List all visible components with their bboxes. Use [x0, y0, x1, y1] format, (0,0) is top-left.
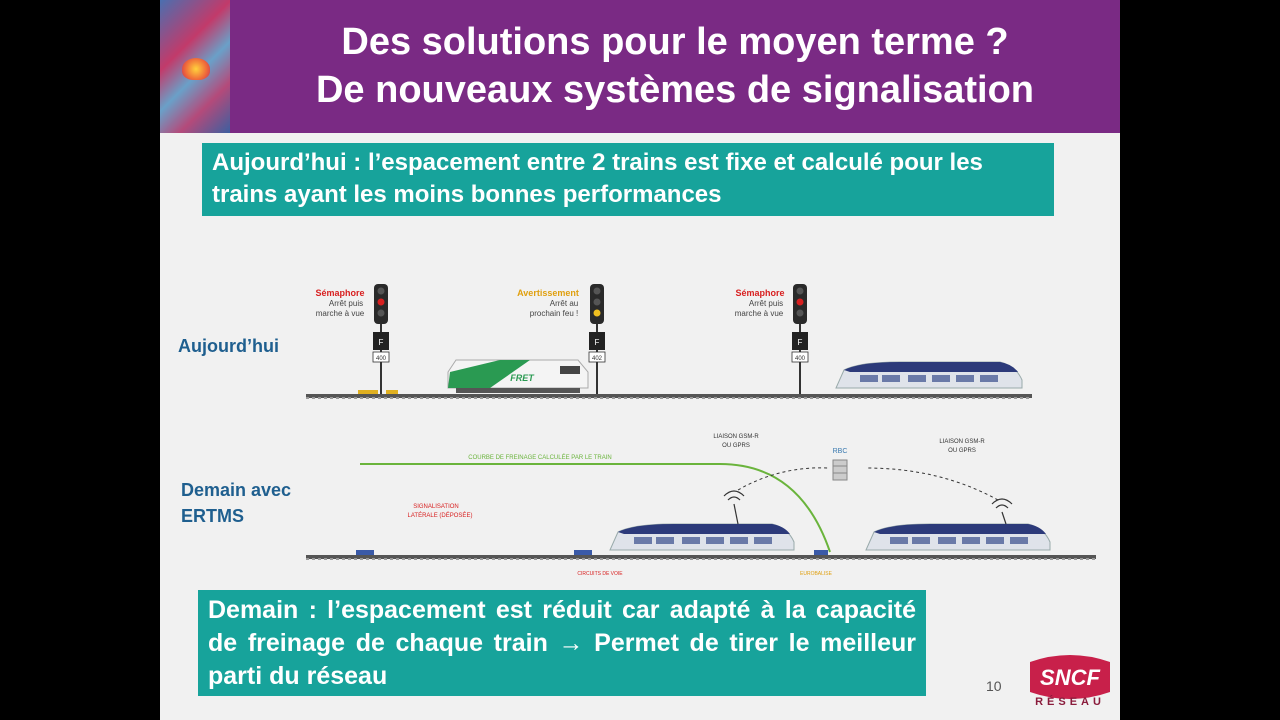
row-label-today: Aujourd’hui: [178, 336, 279, 356]
track-row-1: [306, 394, 1032, 399]
braking-curve: [360, 463, 831, 553]
signal-3-line-1: Arrêt puis: [749, 299, 783, 308]
signal-2-number: 402: [592, 356, 603, 362]
signal-1-title: Sémaphore: [315, 288, 364, 298]
signal-1: F 400: [372, 284, 390, 394]
track-marker-yellow: [358, 390, 378, 394]
page-number: 10: [986, 678, 1002, 694]
signal-3-title: Sémaphore: [735, 288, 784, 298]
track-equipment: [356, 550, 374, 555]
rbc-server-icon: [832, 459, 848, 481]
signal-3: F 400: [791, 284, 809, 394]
passenger-train-row-1: [835, 361, 1023, 389]
track-equipment: [814, 550, 828, 555]
gsm-label-1-line-2: OU GPRS: [722, 443, 750, 449]
sncf-logo-subtitle: RÉSEAU: [1035, 696, 1105, 708]
gsm-label-2-line-1: LIAISON GSM-R: [939, 439, 985, 445]
signal-1-line-1: Arrêt puis: [329, 299, 363, 308]
track-marker-yellow: [386, 390, 398, 394]
signal-2-title: Avertissement: [517, 288, 579, 298]
sncf-logo-text: SNCF: [1040, 665, 1100, 690]
freight-locomotive: FRET: [447, 359, 589, 393]
signal-2: F 402: [588, 284, 606, 394]
lateral-signal-label-2: LATÉRALE (DÉPOSÉE): [408, 512, 473, 519]
signal-2-panel: F: [595, 338, 600, 347]
title-line-1: Des solutions pour le moyen terme ?: [341, 21, 1009, 63]
passenger-train-row-2-left: [609, 523, 795, 551]
radio-link-2: [865, 467, 999, 501]
signal-1-number: 400: [376, 356, 387, 362]
freight-label: FRET: [510, 373, 535, 383]
track-row-2: [306, 555, 1096, 560]
gsm-label-1-line-1: LIAISON GSM-R: [713, 434, 759, 440]
page-title: Des solutions pour le moyen terme ? De n…: [230, 18, 1120, 114]
braking-curve-label: COURBE DE FREINAGE CALCULÉE PAR LE TRAIN: [468, 454, 611, 461]
title-line-2: De nouveaux systèmes de signalisation: [315, 69, 1035, 111]
signal-3-panel: F: [798, 338, 803, 347]
signal-2-line-2: prochain feu !: [530, 309, 578, 318]
slide: Des solutions pour le moyen terme ? De n…: [160, 0, 1120, 720]
radio-link-1: [737, 467, 829, 491]
eurobalise-label: EUROBALISE: [800, 571, 833, 577]
signal-2-line-1: Arrêt au: [550, 299, 578, 308]
heart-icon: [182, 58, 210, 80]
track-equipment: [574, 550, 592, 555]
signal-3-number: 400: [795, 356, 806, 362]
lateral-signal-label-1: SIGNALISATION: [413, 504, 459, 510]
signaling-diagram: F 400 Sémaphore Arrêt puis marche à vue …: [306, 284, 1096, 577]
antenna-icon: [991, 498, 1013, 525]
header-banner: Des solutions pour le moyen terme ? De n…: [160, 0, 1120, 133]
gsm-label-2-line-2: OU GPRS: [948, 448, 976, 454]
passenger-train-row-2-right: [865, 523, 1051, 551]
signal-3-line-2: marche à vue: [735, 309, 784, 318]
signal-1-line-2: marche à vue: [316, 309, 365, 318]
sncf-logo: SNCF: [1030, 655, 1110, 699]
rbc-label: RBC: [833, 448, 848, 455]
signal-1-panel: F: [379, 338, 384, 347]
row-label-tomorrow-2: ERTMS: [181, 506, 244, 526]
row-label-tomorrow-1: Demain avec: [181, 480, 292, 500]
track-circuit-label: CIRCUITS DE VOIE: [577, 571, 623, 577]
antenna-icon: [723, 490, 745, 525]
today-info-box: Aujourd’hui : l’espacement entre 2 train…: [202, 143, 1054, 216]
tomorrow-info-box: Demain : l’espacement est réduit car ada…: [198, 590, 926, 696]
